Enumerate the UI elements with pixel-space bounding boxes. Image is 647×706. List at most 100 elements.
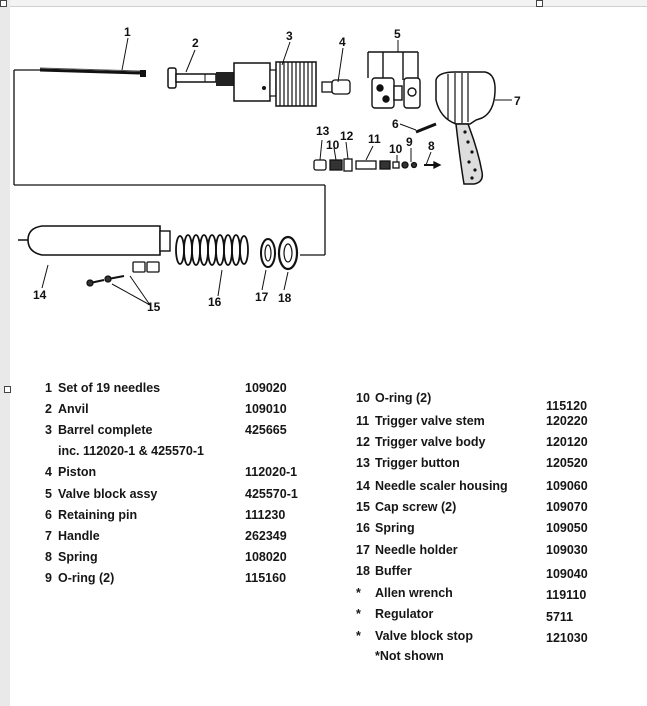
part-number-label: 4	[45, 465, 52, 479]
part-number-label: 16	[356, 521, 370, 535]
part-description: Spring	[375, 521, 415, 535]
handle-part	[435, 71, 496, 185]
part-number-label: *	[356, 607, 361, 621]
part-number-label: 15	[356, 500, 370, 514]
part-code: 115120	[546, 399, 588, 413]
part-number-label: 3	[45, 423, 52, 437]
part-code: 5711	[546, 610, 574, 624]
part-description: Valve block stop	[375, 629, 473, 643]
retaining-pin-part	[415, 122, 437, 134]
part-code: 109010	[245, 402, 287, 416]
callout-2: 2	[192, 36, 199, 50]
callout-17: 17	[255, 290, 269, 304]
selection-handle-mid-left[interactable]	[4, 386, 11, 393]
assembly-guide-lines	[13, 69, 326, 256]
part-number-label: 14	[356, 479, 370, 493]
part-number-label: 5	[45, 487, 52, 501]
callout-6: 6	[392, 117, 399, 131]
callout-4: 4	[339, 35, 346, 49]
part-code: 120120	[546, 435, 588, 449]
anvil-part	[167, 67, 217, 89]
part-number-label: 12	[356, 435, 370, 449]
callout-11: 11	[368, 132, 381, 146]
cap-screws-part	[86, 261, 160, 287]
callout-3: 3	[286, 29, 293, 43]
part-number-label: 2	[45, 402, 52, 416]
part-description: Needle scaler housing	[375, 479, 508, 493]
callout-10b: 10	[389, 142, 403, 156]
part-description: Needle holder	[375, 543, 458, 557]
part-number-label: 1	[45, 381, 52, 395]
callout-8: 8	[428, 139, 435, 153]
part-description: Set of 19 needles	[58, 381, 161, 395]
part-code: 425570-1	[245, 487, 298, 501]
part-number-label: 10	[356, 391, 370, 405]
part-code: 108020	[245, 550, 287, 564]
part-description: O-ring (2)	[58, 571, 115, 585]
callout-1: 1	[124, 25, 131, 39]
needle-holder-part	[260, 238, 276, 268]
part-number-label: *	[356, 629, 361, 643]
part-number-label: 9	[45, 571, 52, 585]
valve-block-part	[367, 51, 421, 109]
part-description: inc. 112020-1 & 425570-1	[58, 444, 204, 458]
callout-9: 9	[406, 135, 413, 149]
part-code: 109020	[245, 381, 287, 395]
part-description: Buffer	[375, 564, 412, 578]
part-code: 120520	[546, 456, 588, 470]
page-margin-strip	[0, 0, 10, 706]
part-number-label: *	[356, 586, 361, 600]
trigger-assembly-part	[313, 158, 442, 172]
part-code: 262349	[245, 529, 287, 543]
callout-15: 15	[147, 300, 161, 314]
callout-13: 13	[316, 124, 330, 138]
part-description: Trigger valve body	[375, 435, 486, 449]
part-code: 109060	[546, 479, 588, 493]
spring-part	[175, 234, 249, 266]
callout-labels: 1 2 3 4 5 6 7 8 9 10 11 12 13 10 14 15 1…	[33, 25, 521, 314]
barrel-part	[216, 61, 317, 107]
part-number-label: 13	[356, 456, 370, 470]
piston-part	[321, 79, 351, 95]
selection-handle-top-right[interactable]	[536, 0, 543, 7]
part-number-label: 11	[356, 414, 370, 428]
part-code: 109050	[546, 521, 588, 535]
part-code: 120220	[546, 414, 588, 428]
callout-12: 12	[340, 129, 354, 143]
part-code: 109030	[546, 543, 588, 557]
part-code: 112020-1	[245, 465, 298, 479]
part-number-label: 18	[356, 564, 370, 578]
needle-scaler-housing-part	[18, 225, 171, 256]
part-description: *Not shown	[375, 649, 444, 663]
part-description: Cap screw (2)	[375, 500, 457, 514]
part-description: Trigger valve stem	[375, 414, 485, 428]
part-code: 111230	[245, 508, 286, 522]
callout-7: 7	[514, 94, 521, 108]
callout-5: 5	[394, 27, 401, 41]
parts-list-left: 1 Set of 19 needles 109020 2 Anvil 10901…	[45, 381, 325, 591]
part-description: Spring	[58, 550, 98, 564]
part-number-label: 17	[356, 543, 370, 557]
buffer-part	[277, 235, 299, 271]
part-code: 425665	[245, 423, 287, 437]
part-code: 119110	[546, 588, 587, 602]
part-description: Piston	[58, 465, 97, 479]
callout-18: 18	[278, 291, 292, 305]
part-description: Handle	[58, 529, 100, 543]
part-description: Valve block assy	[58, 487, 158, 501]
part-code: 109070	[546, 500, 588, 514]
part-description: Barrel complete	[58, 423, 153, 437]
callout-10a: 10	[326, 138, 340, 152]
part-description: Trigger button	[375, 456, 460, 470]
callout-16: 16	[208, 295, 222, 309]
needles-part	[39, 67, 146, 77]
part-description: Retaining pin	[58, 508, 138, 522]
part-code: 121030	[546, 631, 588, 645]
part-description: Allen wrench	[375, 586, 453, 600]
exploded-parts-diagram: 1 2 3 4 5 6 7 8 9 10 11 12 13 10 14 15 1…	[13, 25, 521, 314]
selection-handle-top-left[interactable]	[0, 0, 7, 7]
part-number-label: 8	[45, 550, 52, 564]
callout-14: 14	[33, 288, 47, 302]
part-description: O-ring (2)	[375, 391, 432, 405]
part-code: 109040	[546, 567, 588, 581]
